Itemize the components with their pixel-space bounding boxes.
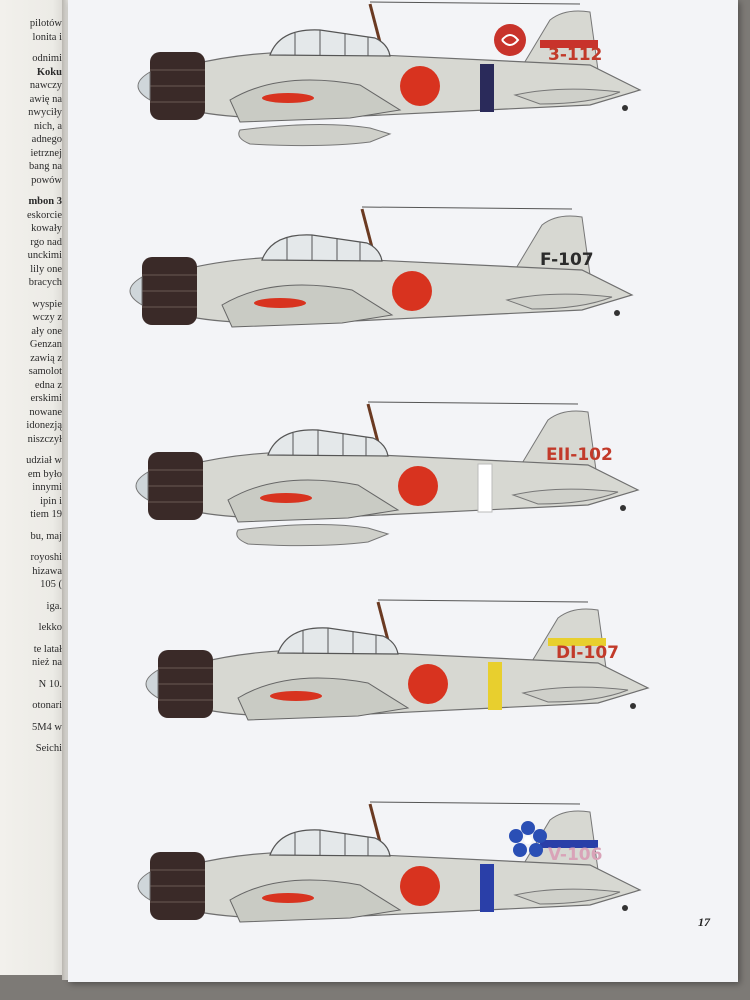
left-page-text-line: udział w: [26, 455, 62, 466]
left-page-text-line: lonita i: [32, 31, 62, 43]
left-page-text-line: ipin i: [40, 495, 62, 507]
book-spine: [62, 0, 72, 980]
left-page-text-line: 5M4 w: [31, 721, 62, 733]
left-page-text-line: N 10.: [38, 678, 62, 690]
left-page-text-line: 105 (: [40, 579, 62, 590]
left-page-text-line: adnego: [31, 134, 62, 145]
left-page-text-line: unckimi: [27, 250, 62, 261]
left-page-text-line: bang na: [29, 161, 62, 172]
left-page-text-line: eskorcie: [27, 209, 62, 221]
left-page-text-line: bu, maj: [30, 530, 63, 542]
left-page-text-line: hizawa: [32, 565, 62, 577]
left-page-text-line: otonari: [32, 700, 62, 711]
left-page-text-line: odnimi: [32, 53, 62, 64]
left-page-text-line: rgo nad: [30, 236, 62, 248]
red-swirl-emblem: [494, 24, 526, 56]
left-page-text-line: lily one: [30, 263, 62, 275]
left-page-text-line: tiem 19: [30, 509, 62, 520]
left-page-text-line: nowane: [29, 406, 62, 418]
aircraft-profile: V-106: [120, 800, 660, 985]
left-page-text-line: Seichi: [35, 743, 62, 754]
left-page-text-line: niszczył: [27, 433, 62, 445]
page-number: 17: [698, 915, 710, 929]
left-page-text-line: edna z: [34, 379, 62, 391]
left-page-text-line: pilotów: [29, 18, 62, 29]
aircraft-profile: EII-102: [118, 400, 658, 585]
aircraft-profile: DI-107: [128, 598, 668, 783]
left-page-text-line: nawczy: [29, 80, 62, 91]
left-page-text-line: zawią z: [30, 352, 62, 364]
tail-code: V-106: [548, 845, 602, 865]
left-page-text-line: nich, a: [34, 120, 62, 132]
left-page-text-line: iga.: [46, 600, 62, 612]
left-page-text-line: mbon 3: [28, 196, 62, 207]
left-page-text-line: nież na: [31, 657, 62, 668]
left-page-text-line: powów: [31, 174, 62, 186]
aircraft-profile: F-107: [112, 205, 652, 390]
aircraft-profile: 3-112: [120, 0, 660, 185]
left-page-text-line: erskimi: [30, 393, 63, 404]
left-page-text-line: Genzan: [29, 339, 62, 350]
tail-code: EII-102: [546, 445, 613, 465]
left-page-text-line: lekko: [38, 622, 62, 633]
tail-code: 3-112: [548, 45, 602, 65]
tail-code: F-107: [540, 250, 594, 270]
left-page-text-line: te latał: [33, 643, 62, 655]
left-page-text-line: ały one: [31, 325, 62, 337]
left-page-text-line: awię na: [29, 93, 62, 105]
left-page-text-line: ietrznej: [30, 147, 62, 159]
left-page-text-line: em było: [27, 468, 62, 480]
left-page-text-line: samolot: [28, 366, 62, 377]
left-page-text-line: wyspie: [32, 298, 62, 310]
left-page-text-line: idonezją: [26, 420, 62, 431]
left-page-text-line: wczy z: [32, 312, 62, 323]
left-page-text-line: innymi: [32, 482, 62, 493]
tail-code: DI-107: [556, 643, 619, 663]
left-page-text-line: bracych: [28, 277, 62, 288]
left-page-text-line: nwyciły: [28, 107, 62, 118]
blue-flower-emblem: [509, 821, 547, 857]
left-page-text-line: kowały: [31, 223, 62, 234]
left-page-text-line: Koku: [36, 66, 62, 78]
left-page-text-line: royoshi: [30, 552, 63, 563]
